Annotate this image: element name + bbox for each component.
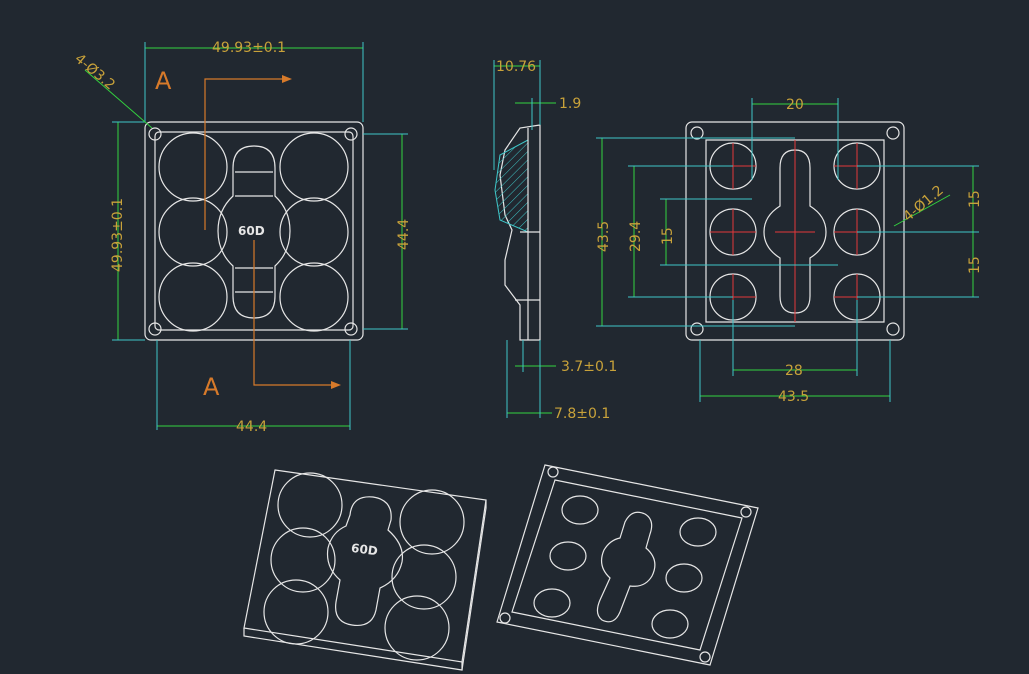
hole-callout: 4-Ø3.2 bbox=[71, 51, 117, 94]
dim-left-mid: 29.4 bbox=[628, 221, 644, 252]
front-view: 60D A A 49.93±0.1 49.93±0.1 44.4 44.4 4-… bbox=[71, 40, 412, 435]
mount-hole-bl bbox=[690, 322, 704, 336]
dim-bottom-inner: 28 bbox=[785, 363, 803, 379]
section-hatch bbox=[494, 139, 529, 233]
lens-marking: 60D bbox=[238, 224, 265, 238]
lens bbox=[279, 132, 349, 202]
dim-right-upper: 15 bbox=[967, 190, 983, 208]
dim-left-height: 49.93±0.1 bbox=[110, 198, 126, 272]
dim-left-outer: 43.5 bbox=[596, 221, 612, 252]
dim-lower-1: 3.7±0.1 bbox=[561, 359, 617, 375]
section-line bbox=[253, 240, 333, 386]
mount-hole-br bbox=[886, 322, 900, 336]
dim-top: 20 bbox=[786, 97, 804, 113]
dim-top-width: 49.93±0.1 bbox=[212, 40, 286, 56]
hole-callout: 4-Ø1.2 bbox=[900, 182, 946, 225]
lens bbox=[158, 132, 228, 202]
centerlines bbox=[710, 140, 880, 322]
iso-top-view: 60D bbox=[243, 469, 487, 671]
back-outline bbox=[685, 121, 905, 341]
mount-hole-tr bbox=[344, 127, 358, 141]
dim-total-depth: 10.76 bbox=[496, 59, 536, 75]
section-label-bottom: A bbox=[203, 373, 220, 401]
lens bbox=[158, 197, 228, 267]
iso-back-view bbox=[496, 464, 759, 666]
mount-hole-tr bbox=[886, 126, 900, 140]
section-line bbox=[204, 78, 285, 230]
section-arrow-icon bbox=[331, 381, 341, 389]
dim-flange: 1.9 bbox=[559, 96, 581, 112]
back-view: 20 43.5 29.4 15 15 15 4-Ø1.2 28 43.5 bbox=[596, 97, 983, 405]
mount-hole-tl bbox=[690, 126, 704, 140]
mount-hole-tl bbox=[148, 127, 162, 141]
central-lens-housing bbox=[217, 145, 291, 319]
lens bbox=[279, 262, 349, 332]
dim-right-lower: 15 bbox=[967, 256, 983, 274]
back-inner-outline bbox=[705, 139, 885, 323]
section-label-top: A bbox=[155, 67, 172, 95]
side-view: 10.76 1.9 3.7±0.1 7.8±0.1 bbox=[493, 59, 617, 422]
lens bbox=[158, 262, 228, 332]
mount-hole-bl bbox=[148, 322, 162, 336]
dim-left-inner: 15 bbox=[660, 227, 676, 245]
iso-lens-marking: 60D bbox=[350, 541, 378, 559]
lens bbox=[279, 197, 349, 267]
section-arrow-icon bbox=[282, 75, 292, 83]
leader-line bbox=[84, 69, 153, 129]
dim-right-height: 44.4 bbox=[396, 219, 412, 250]
dim-bottom-outer: 43.5 bbox=[778, 389, 809, 405]
dim-bottom-width: 44.4 bbox=[236, 419, 267, 435]
mount-hole-br bbox=[344, 322, 358, 336]
leader-line bbox=[893, 194, 951, 227]
dim-lower-2: 7.8±0.1 bbox=[554, 406, 610, 422]
central-seat bbox=[763, 149, 827, 314]
